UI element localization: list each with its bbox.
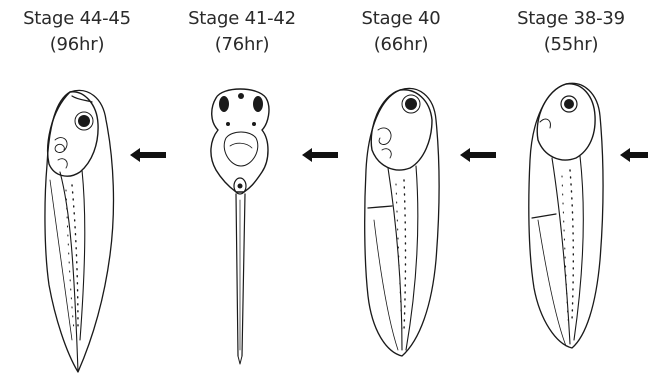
tadpole-stage-41-42-icon	[211, 89, 269, 364]
arrow-left-icon	[300, 146, 340, 164]
arrow-left-icon	[618, 146, 648, 164]
tadpole-stage-40-icon	[365, 88, 439, 356]
arrow-left-icon	[128, 146, 168, 164]
tadpole-stage-38-39-icon	[529, 83, 603, 348]
tadpole-stage-44-45-icon	[45, 90, 114, 372]
arrow-left-icon	[458, 146, 498, 164]
